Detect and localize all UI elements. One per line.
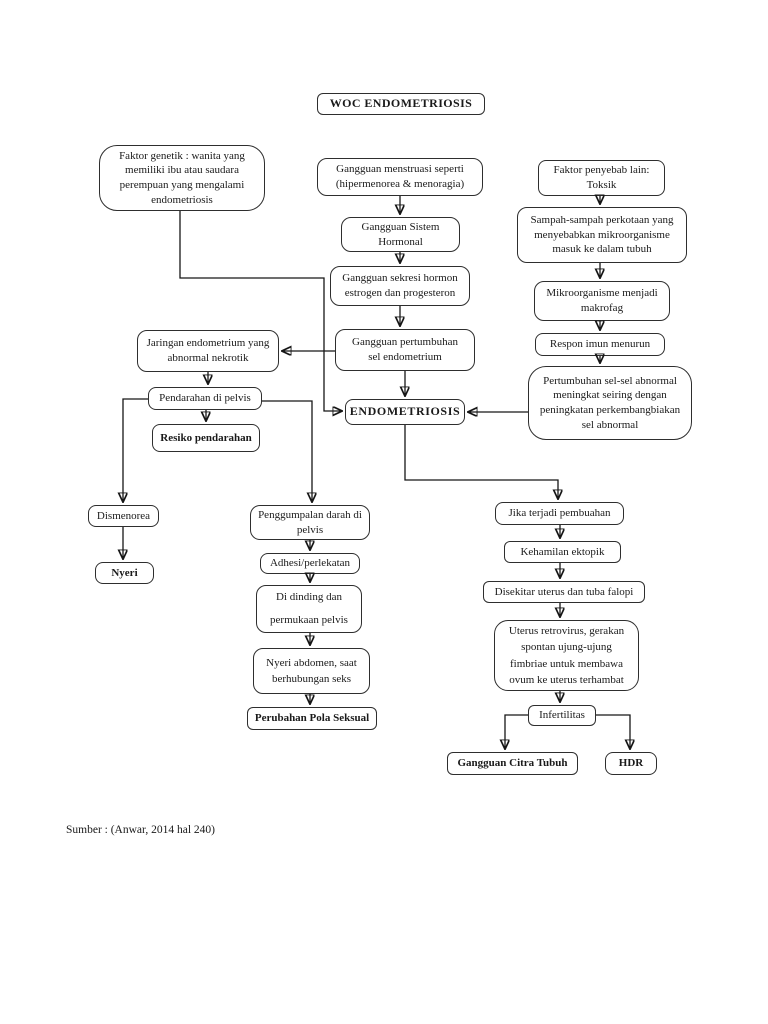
node-faktor-genetik: Faktor genetik : wanita yang memiliki ib…	[99, 145, 265, 211]
node-gangguan-sekresi-hormon: Gangguan sekresi hormon estrogen dan pro…	[330, 266, 470, 306]
node-disekitar-uterus: Disekitar uterus dan tuba falopi	[483, 581, 645, 603]
node-dinding-permukaan-pelvis: Di dinding dan permukaan pelvis	[256, 585, 362, 633]
node-pendarahan-pelvis: Pendarahan di pelvis	[148, 387, 262, 410]
node-gangguan-pertumbuhan-sel: Gangguan pertumbuhan sel endometrium	[335, 329, 475, 371]
source-citation: Sumber : (Anwar, 2014 hal 240)	[66, 824, 216, 836]
node-gangguan-citra-tubuh: Gangguan Citra Tubuh	[447, 752, 578, 775]
edge-faktor-genetik-endometriosis	[179, 211, 341, 411]
node-nyeri: Nyeri	[95, 562, 154, 584]
node-endometriosis: ENDOMETRIOSIS	[345, 399, 465, 425]
node-adhesi-perlekatan: Adhesi/perlekatan	[260, 553, 360, 574]
node-pertumbuhan-sel-abnormal: Pertumbuhan sel-sel abnormal meningkat s…	[528, 366, 692, 440]
node-faktor-penyebab-lain: Faktor penyebab lain: Toksik	[538, 160, 665, 196]
node-sampah-perkotaan: Sampah-sampah perkotaan yang menyebabkan…	[517, 207, 687, 263]
node-infertilitas: Infertilitas	[528, 705, 596, 726]
edge-infertilitas-citra	[505, 714, 528, 748]
node-respon-imun: Respon imun menurun	[535, 333, 665, 356]
node-hdr: HDR	[605, 752, 657, 775]
node-nyeri-abdomen: Nyeri abdomen, saat berhubungan seks	[253, 648, 370, 694]
node-dismenorea: Dismenorea	[88, 505, 159, 527]
node-jika-terjadi-pembuahan: Jika terjadi pembuahan	[495, 502, 624, 525]
edge-pendarahan-dismenorea	[123, 398, 148, 501]
node-uterus-retrovirus: Uterus retrovirus, gerakan spontan ujung…	[494, 620, 639, 691]
edge-pendarahan-penggumpalan	[262, 400, 312, 501]
node-jaringan-endometrium: Jaringan endometrium yang abnormal nekro…	[137, 330, 279, 372]
node-resiko-pendarahan: Resiko pendarahan	[152, 424, 260, 452]
node-mikroorganisme-makrofag: Mikroorganisme menjadi makrofag	[534, 281, 670, 321]
node-gangguan-menstruasi: Gangguan menstruasi seperti (hipermenore…	[317, 158, 483, 196]
page-title: WOC ENDOMETRIOSIS	[317, 93, 485, 115]
node-penggumpalan-darah: Penggumpalan darah di pelvis	[250, 505, 370, 540]
edge-infertilitas-hdr	[596, 714, 630, 748]
node-perubahan-pola-seksual: Perubahan Pola Seksual	[247, 707, 377, 730]
node-gangguan-sistem-hormonal: Gangguan Sistem Hormonal	[341, 217, 460, 252]
node-kehamilan-ektopik: Kehamilan ektopik	[504, 541, 621, 563]
